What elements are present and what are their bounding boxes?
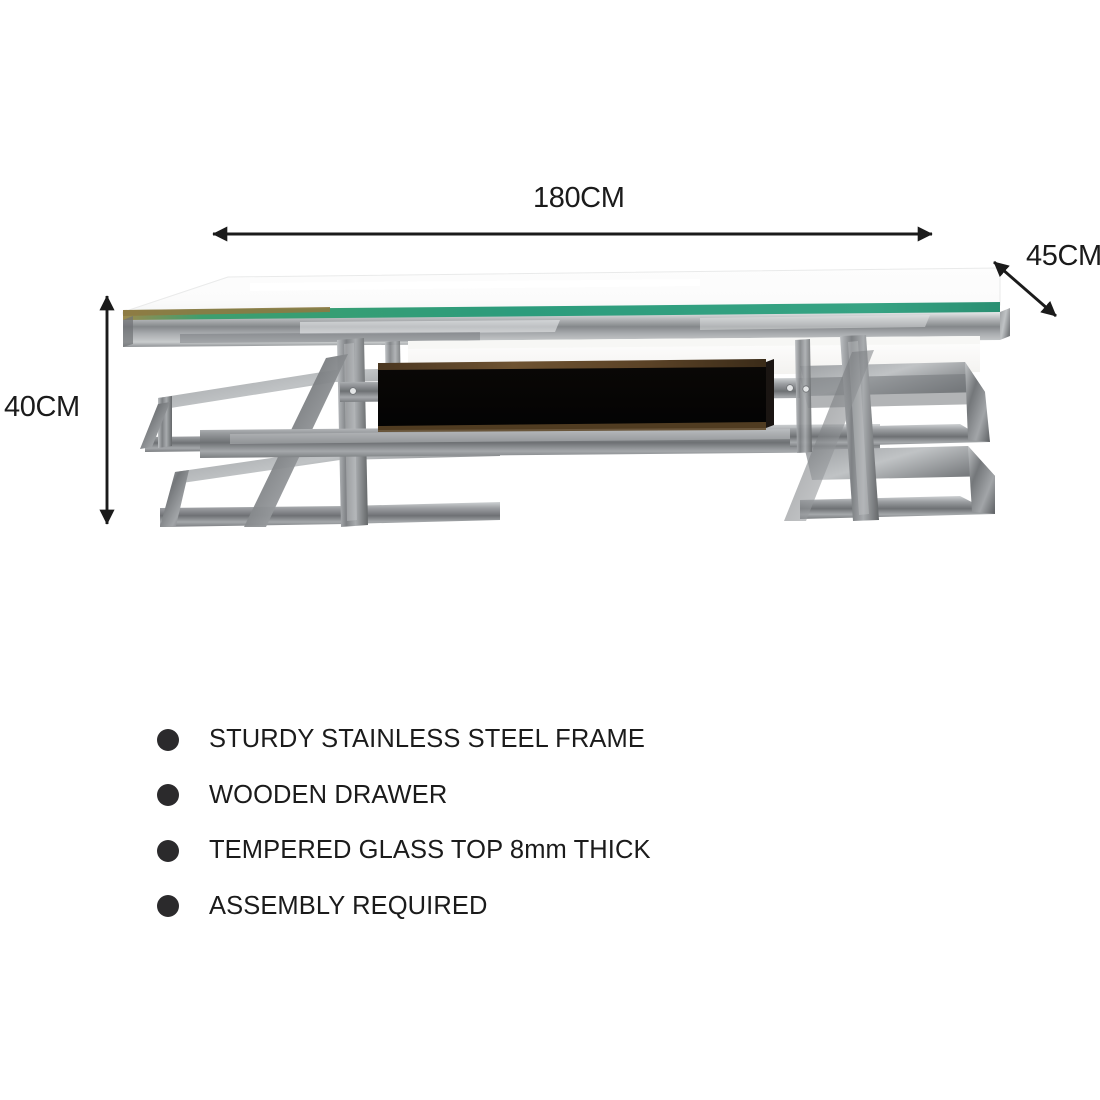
- feature-label: TEMPERED GLASS TOP 8mm THICK: [209, 836, 651, 865]
- feature-label: ASSEMBLY REQUIRED: [209, 891, 488, 920]
- wooden-drawer: [378, 359, 774, 432]
- feature-list: STURDY STAINLESS STEEL FRAME WOODEN DRAW…: [157, 712, 857, 934]
- depth-dimension-label: 45CM: [1026, 240, 1100, 272]
- bullet-icon: [157, 728, 179, 751]
- bullet-icon: [157, 895, 179, 918]
- bullet-icon: [157, 784, 179, 807]
- feature-list-item: ASSEMBLY REQUIRED: [157, 879, 857, 935]
- glass-table-top: [122, 267, 1001, 322]
- feature-label: WOODEN DRAWER: [209, 780, 448, 809]
- height-dimension-label: 40CM: [4, 391, 80, 423]
- right-leg-assembly: [784, 335, 995, 521]
- width-dimension-label: 180CM: [533, 182, 625, 214]
- feature-label: STURDY STAINLESS STEEL FRAME: [209, 725, 645, 754]
- bullet-icon: [157, 839, 179, 862]
- feature-list-item: WOODEN DRAWER: [157, 768, 857, 824]
- feature-list-item: STURDY STAINLESS STEEL FRAME: [157, 712, 857, 768]
- feature-list-item: TEMPERED GLASS TOP 8mm THICK: [157, 823, 857, 879]
